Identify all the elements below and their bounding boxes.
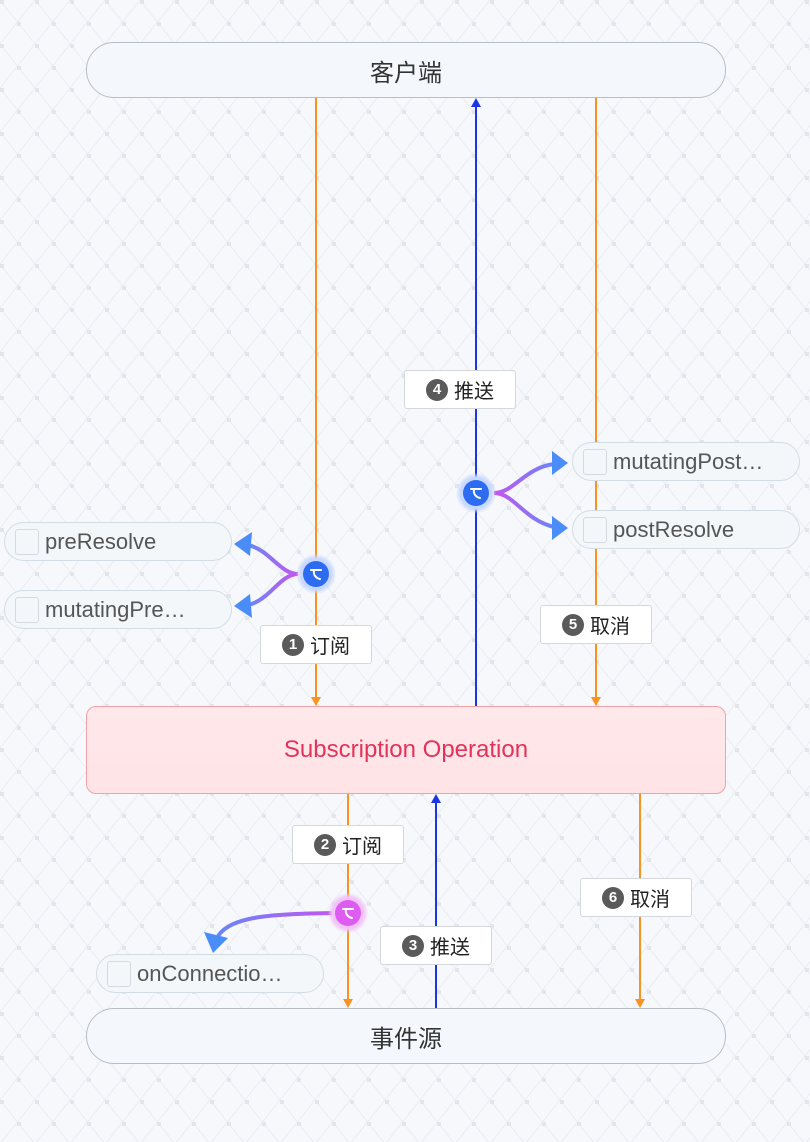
hook-mutating-post[interactable]: mutatingPost… [572, 442, 800, 481]
event-source-node-label: 事件源 [370, 1024, 442, 1053]
edge-label-6-cancel[interactable]: 6 取消 [580, 878, 692, 917]
hook-branch-mutating-post [493, 462, 555, 495]
step-number-badge: 4 [426, 378, 448, 401]
hook-label: mutatingPre… [45, 596, 186, 622]
image-placeholder-icon [107, 960, 131, 987]
hook-branch-pre-resolve [247, 543, 299, 576]
image-placeholder-icon [15, 528, 39, 555]
edge-label-text: 订阅 [310, 634, 350, 658]
edge-label-text: 订阅 [342, 834, 382, 858]
hook-hub-edge-2[interactable] [328, 893, 368, 933]
hook-hub-edge-1[interactable] [296, 554, 336, 594]
step-number-badge: 2 [314, 833, 336, 856]
image-placeholder-icon [15, 596, 39, 623]
hook-branch-mutating-pre [247, 572, 299, 607]
edge-5-arrowhead [591, 697, 601, 706]
step-number-badge: 5 [562, 613, 584, 636]
edge-label-text: 取消 [590, 614, 630, 638]
branch-hook-icon [335, 900, 361, 926]
edge-label-text: 取消 [630, 887, 670, 911]
edge-label-2-subscribe[interactable]: 2 订阅 [292, 825, 404, 864]
event-source-node[interactable]: 事件源 [86, 1008, 726, 1064]
hook-post-resolve[interactable]: postResolve [572, 510, 800, 549]
hook-label: postResolve [613, 516, 735, 542]
image-placeholder-icon [583, 448, 607, 475]
edge-6-arrowhead [635, 999, 645, 1008]
hook-branch-on-connection [216, 911, 337, 938]
hook-arrow-mutating-pre [234, 594, 252, 618]
edge-label-1-subscribe[interactable]: 1 订阅 [260, 625, 372, 664]
hook-branch-post-resolve [493, 491, 555, 529]
step-number-badge: 1 [282, 633, 304, 656]
edge-label-text: 推送 [430, 935, 470, 959]
hook-arrow-post-resolve [552, 516, 568, 540]
edge-label-4-push[interactable]: 4 推送 [404, 370, 516, 409]
edge-label-5-cancel[interactable]: 5 取消 [540, 605, 652, 644]
edge-1-arrowhead [311, 697, 321, 706]
edge-4-arrowhead [471, 98, 481, 107]
subscription-operation-node[interactable]: Subscription Operation [86, 706, 726, 794]
step-number-badge: 3 [402, 934, 424, 957]
edge-label-3-push[interactable]: 3 推送 [380, 926, 492, 965]
hook-label: onConnectio… [137, 960, 283, 986]
branch-hook-icon [303, 561, 329, 587]
edge-label-text: 推送 [454, 379, 494, 403]
hook-on-connection[interactable]: onConnectio… [96, 954, 324, 993]
hook-mutating-pre[interactable]: mutatingPre… [4, 590, 232, 629]
client-node[interactable]: 客户端 [86, 42, 726, 98]
image-placeholder-icon [583, 516, 607, 543]
hook-label: preResolve [45, 528, 157, 554]
hook-hub-edge-4[interactable] [456, 473, 496, 513]
hook-pre-resolve[interactable]: preResolve [4, 522, 232, 561]
branch-hook-icon [463, 480, 489, 506]
hook-arrow-mutating-post [552, 451, 568, 475]
hook-arrow-on-connection [204, 932, 228, 953]
edge-3-arrowhead [431, 794, 441, 803]
edge-2-arrowhead [343, 999, 353, 1008]
hook-label: mutatingPost… [613, 448, 764, 474]
operation-node-label: Subscription Operation [283, 736, 529, 763]
hook-arrow-pre-resolve [234, 532, 252, 556]
step-number-badge: 6 [602, 886, 624, 909]
client-node-label: 客户端 [370, 58, 442, 87]
